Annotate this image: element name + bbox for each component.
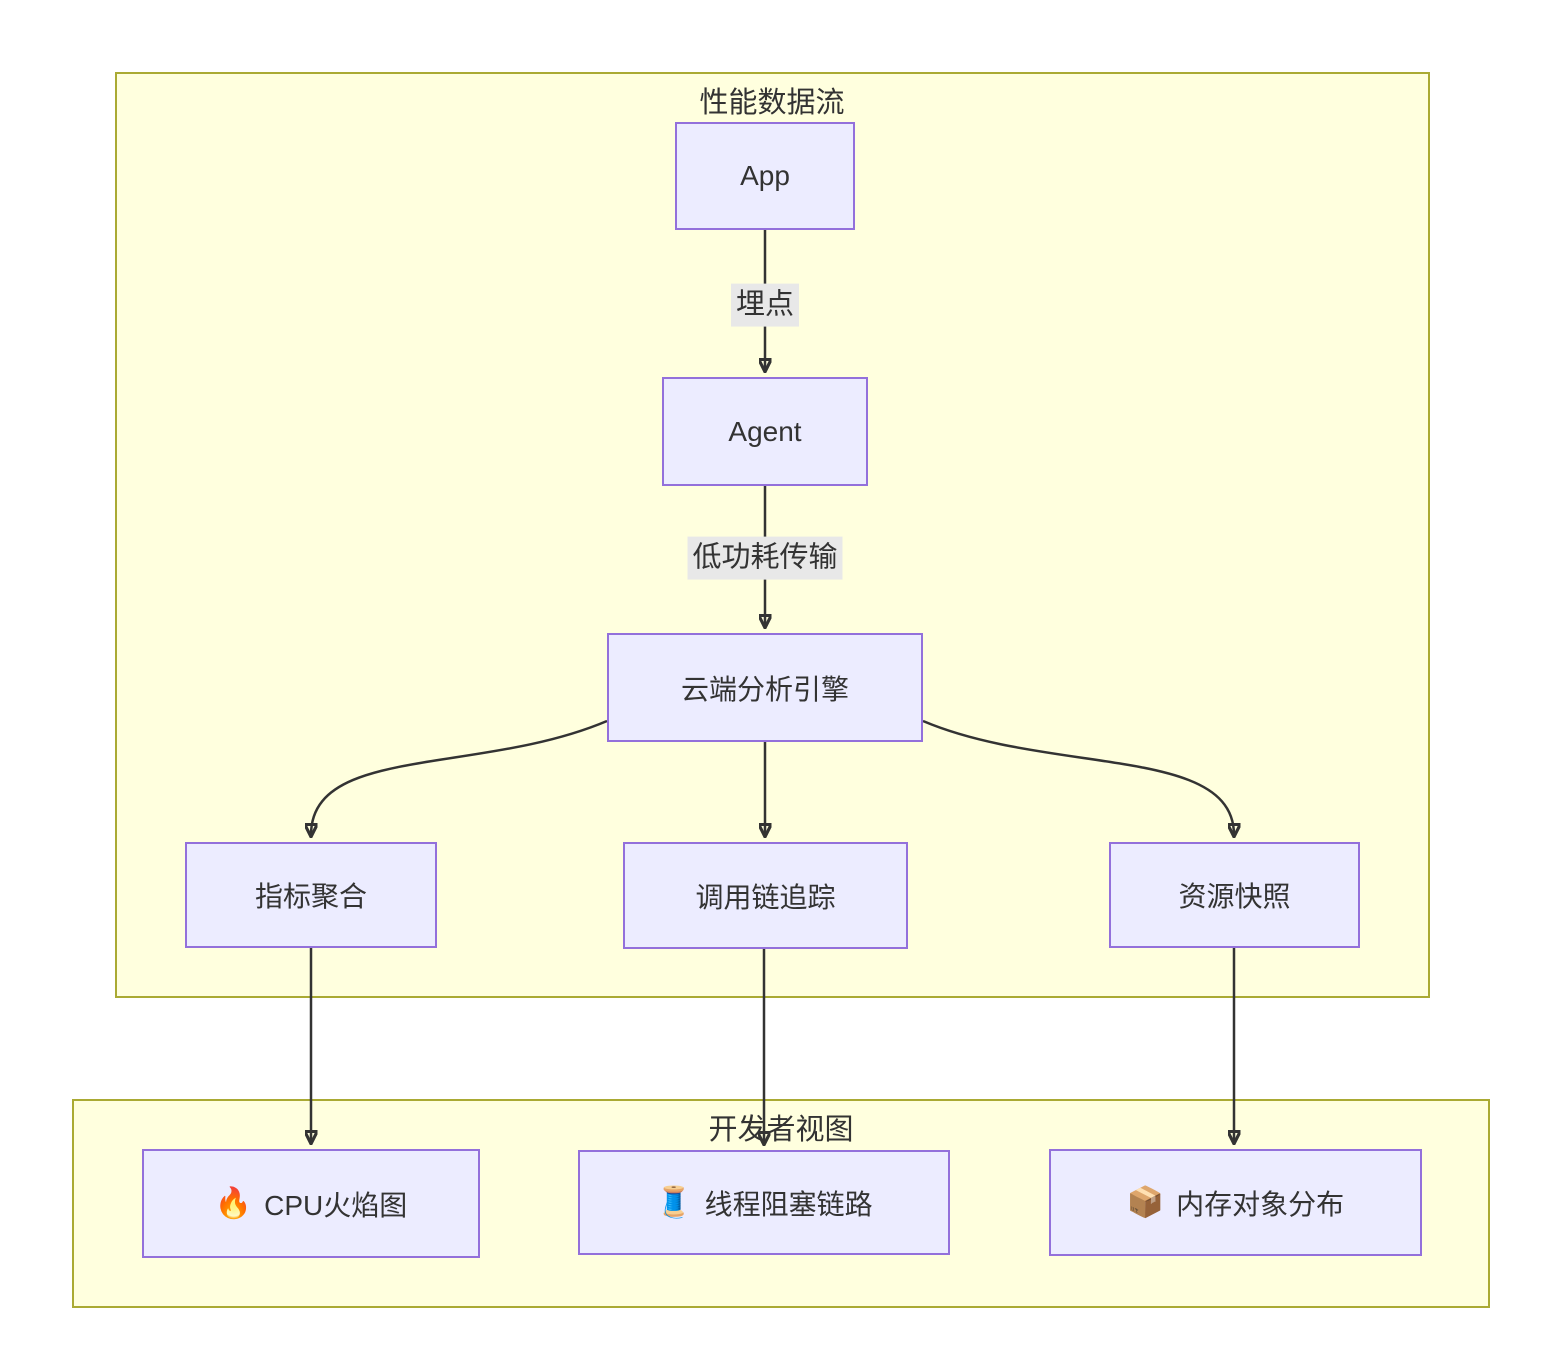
node-cloud-analysis-engine: 云端分析引擎 bbox=[607, 633, 923, 742]
node-metric-aggregation-label: 指标聚合 bbox=[254, 881, 367, 912]
fire-icon: 🔥 bbox=[214, 1187, 253, 1220]
cluster-title-performance-data-flow: 性能数据流 bbox=[699, 87, 845, 119]
package-icon: 📦 bbox=[1126, 1186, 1165, 1219]
node-cloud-analysis-engine-label: 云端分析引擎 bbox=[680, 673, 849, 705]
node-metric-aggregation: 指标聚合 bbox=[185, 842, 437, 948]
node-call-chain-tracing-label: 调用链追踪 bbox=[695, 881, 836, 913]
node-cpu-flame-graph: 🔥 CPU火焰图 bbox=[142, 1149, 480, 1258]
node-resource-snapshot-label: 资源快照 bbox=[1178, 881, 1291, 912]
node-agent: Agent bbox=[662, 377, 868, 486]
node-resource-snapshot: 资源快照 bbox=[1109, 842, 1360, 948]
edge-label-instrumentation: 埋点 bbox=[730, 283, 800, 327]
cluster-title-developer-view: 开发者视图 bbox=[708, 1114, 854, 1146]
node-thread-block-chain: 🧵 线程阻塞链路 bbox=[578, 1150, 950, 1255]
node-cpu-flame-graph-label: CPU火焰图 bbox=[264, 1189, 408, 1221]
node-memory-object-distribution-label: 内存对象分布 bbox=[1176, 1188, 1345, 1220]
node-app-label: App bbox=[740, 160, 790, 191]
node-memory-object-distribution: 📦 内存对象分布 bbox=[1049, 1149, 1422, 1256]
thread-icon: 🧵 bbox=[655, 1186, 693, 1219]
node-thread-block-chain-label: 线程阻塞链路 bbox=[704, 1188, 873, 1220]
edge-label-low-power-transfer: 低功耗传输 bbox=[687, 536, 843, 580]
node-app: App bbox=[675, 122, 855, 230]
node-agent-label: Agent bbox=[728, 415, 802, 447]
node-call-chain-tracing: 调用链追踪 bbox=[623, 842, 908, 949]
